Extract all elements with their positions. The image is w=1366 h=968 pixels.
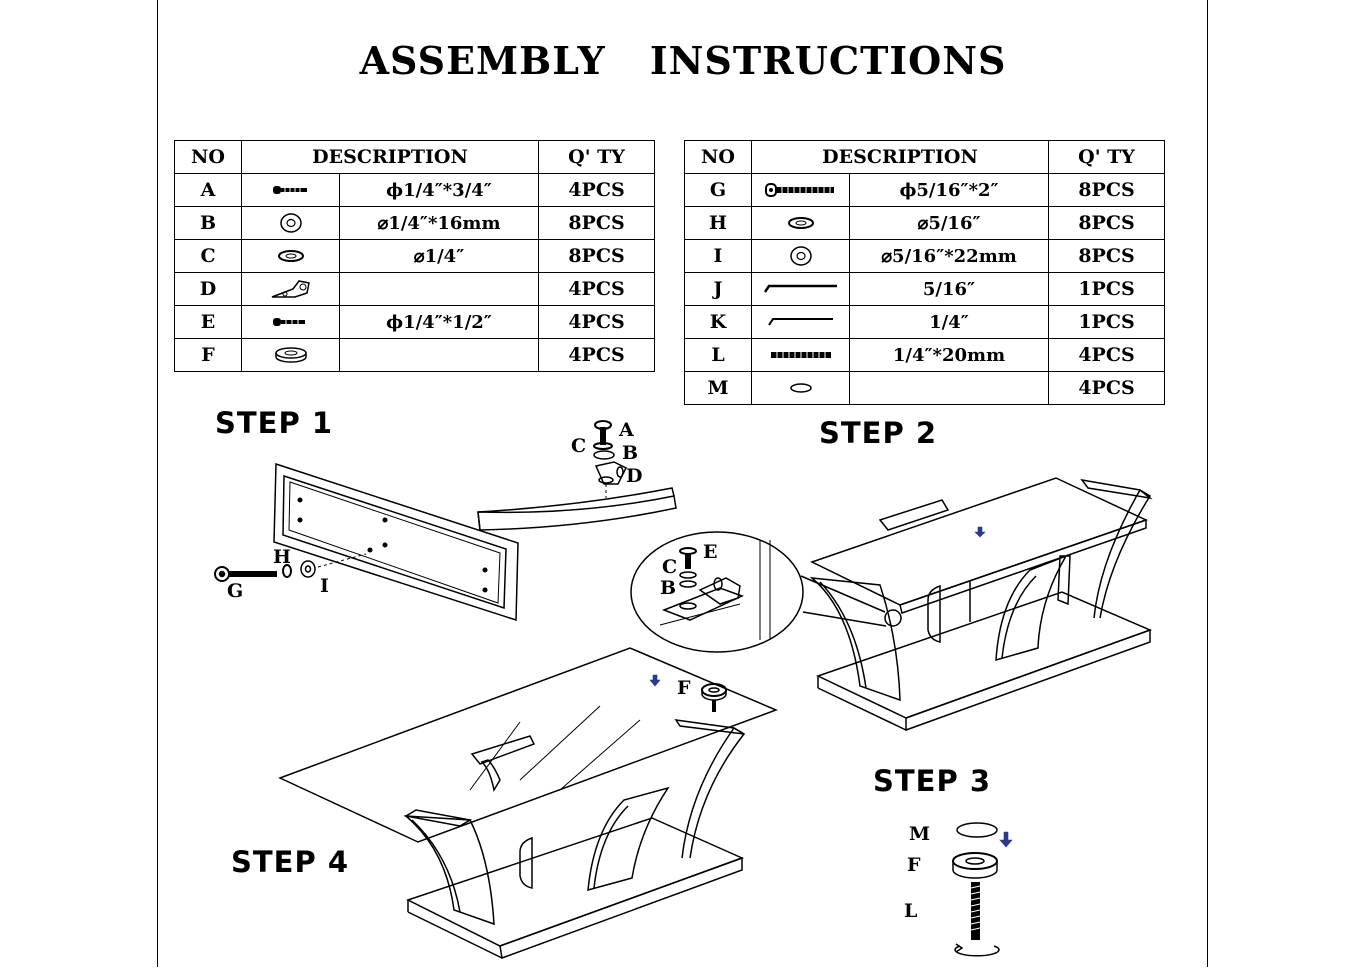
part-qty: 1PCS <box>1048 272 1165 306</box>
page-title: ASSEMBLY INSTRUCTIONS <box>359 38 1007 83</box>
part-qty: 4PCS <box>1048 371 1165 405</box>
part-spec <box>339 272 539 306</box>
step-3-title: STEP 3 <box>873 764 992 798</box>
table-row: E ϕ1/4″*1/2″ 4PCS <box>174 305 655 339</box>
header-no: NO <box>684 140 752 174</box>
part-qty: 8PCS <box>1048 206 1165 240</box>
lock-washer-icon <box>751 206 850 240</box>
part-no: I <box>684 239 752 273</box>
part-qty: 1PCS <box>1048 305 1165 339</box>
allen-key-icon <box>751 272 850 306</box>
header-description: DESCRIPTION <box>241 140 539 174</box>
callout-label: I <box>320 575 329 597</box>
part-spec: ⌀1/4″*16mm <box>339 206 539 240</box>
callout-label: H <box>273 546 291 568</box>
part-no: C <box>174 239 242 273</box>
glass-pad-icon <box>241 338 340 372</box>
parts-table-left: NO DESCRIPTION Q' TY A ϕ1/4″*3/4″ 4PCS B… <box>174 140 655 372</box>
step-2-title: STEP 2 <box>819 416 938 450</box>
part-no: F <box>174 338 242 372</box>
callout-label: B <box>622 442 638 464</box>
callout-label: A <box>618 419 634 441</box>
part-no: A <box>174 173 242 207</box>
long-bolt-icon <box>751 173 850 207</box>
step-2-base-illustration <box>630 477 1153 732</box>
callout-label: F <box>677 677 691 699</box>
table-header-row: NO DESCRIPTION Q' TY <box>684 140 1165 174</box>
part-qty: 4PCS <box>538 305 655 339</box>
callout-label: B <box>660 577 676 599</box>
callout-label: C <box>571 435 586 457</box>
part-no: L <box>684 338 752 372</box>
part-no: G <box>684 173 752 207</box>
table-row: G ϕ5/16″*2″ 8PCS <box>684 173 1165 207</box>
screw-icon <box>241 173 340 207</box>
step-4-title: STEP 4 <box>231 845 350 879</box>
callout-label: M <box>909 823 930 845</box>
step-3-exploded-illustration <box>952 822 1013 957</box>
table-row: M 4PCS <box>684 371 1165 405</box>
part-spec: ϕ5/16″*2″ <box>849 173 1049 207</box>
screw-icon <box>241 305 340 339</box>
part-no: E <box>174 305 242 339</box>
part-qty: 8PCS <box>538 206 655 240</box>
part-no: K <box>684 305 752 339</box>
o-ring-icon <box>751 371 850 405</box>
table-row: H ⌀5/16″ 8PCS <box>684 206 1165 240</box>
part-qty: 4PCS <box>538 338 655 372</box>
part-spec: ⌀5/16″ <box>849 206 1049 240</box>
callout-label: E <box>703 541 717 563</box>
step-4-table-illustration <box>278 647 779 960</box>
callout-label: G <box>227 580 243 602</box>
washer-icon <box>751 239 850 273</box>
step-1-frame-illustration <box>214 420 677 622</box>
callout-label: C <box>662 556 677 578</box>
step-1-title: STEP 1 <box>215 406 334 440</box>
parts-table-right: NO DESCRIPTION Q' TY G ϕ5/16″*2″ 8PCS H … <box>684 140 1165 405</box>
washer-icon <box>241 206 340 240</box>
part-spec <box>849 371 1049 405</box>
allen-key-icon <box>751 305 850 339</box>
part-spec: ⌀5/16″*22mm <box>849 239 1049 273</box>
callout-label: D <box>626 465 642 487</box>
table-row: F 4PCS <box>174 338 655 372</box>
table-row: J 5/16″ 1PCS <box>684 272 1165 306</box>
part-no: J <box>684 272 752 306</box>
callout-labels: A C B D H G I E C B M F L F <box>227 419 930 922</box>
bracket-icon <box>241 272 340 306</box>
table-row: B ⌀1/4″*16mm 8PCS <box>174 206 655 240</box>
table-row: I ⌀5/16″*22mm 8PCS <box>684 239 1165 273</box>
table-header-row: NO DESCRIPTION Q' TY <box>174 140 655 174</box>
header-description: DESCRIPTION <box>751 140 1049 174</box>
part-spec <box>339 338 539 372</box>
instruction-sheet <box>157 0 1208 967</box>
part-spec: 5/16″ <box>849 272 1049 306</box>
header-qty: Q' TY <box>1048 140 1165 174</box>
callout-label: F <box>907 854 921 876</box>
part-no: H <box>684 206 752 240</box>
callout-label: L <box>904 900 917 922</box>
